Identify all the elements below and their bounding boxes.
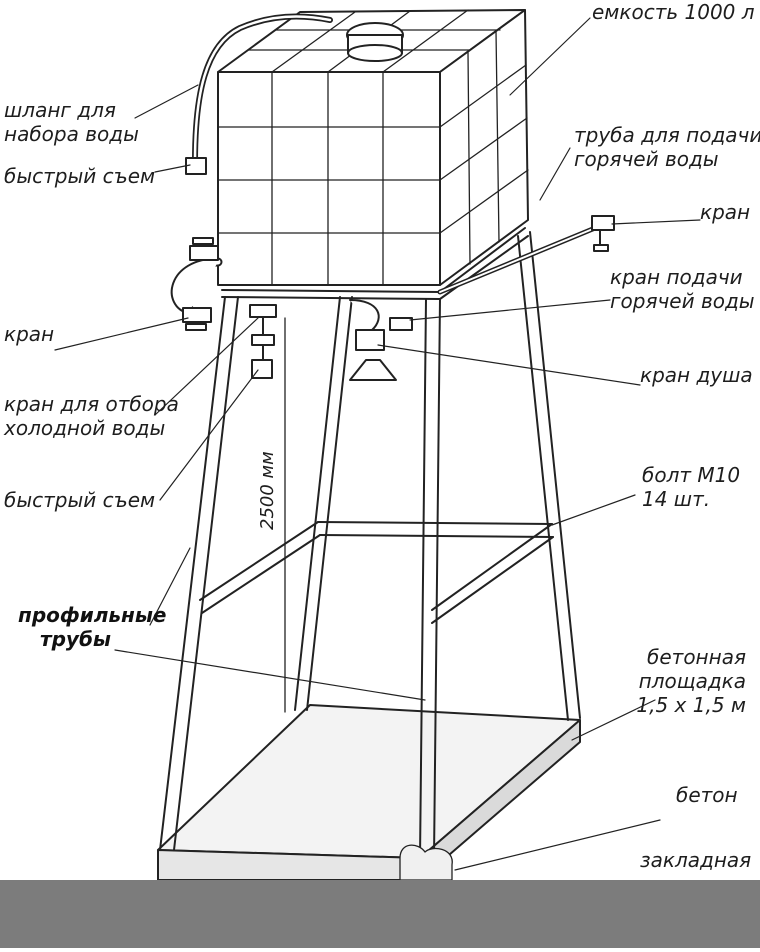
label-cold-valve: кран для отбора холодной воды <box>4 392 179 440</box>
label-concrete-pad: бетонная площадка 1,5 х 1,5 м <box>620 645 746 717</box>
label-valve-right: кран <box>700 200 751 224</box>
stand-frame <box>159 227 581 859</box>
left-valve-assembly <box>170 237 223 331</box>
label-concrete-pad-line1: бетонная <box>647 645 746 669</box>
label-concrete-pad-line2: площадка <box>638 669 746 693</box>
label-bolt: болт М10 14 шт. <box>642 463 740 511</box>
label-profile-tubes-line2: трубы <box>40 627 111 651</box>
label-height: 2500 мм <box>257 451 278 530</box>
label-hot-valve-line2: горячей воды <box>610 289 755 313</box>
concrete-pad <box>157 704 581 881</box>
cold-water-valve <box>249 304 277 379</box>
water-tank <box>217 9 529 286</box>
label-tank: емкость 1000 л <box>592 0 755 24</box>
label-quick-release-top: быстрый съем <box>4 164 156 188</box>
label-cold-valve-line1: кран для отбора <box>4 392 179 416</box>
label-shower-valve: кран душа <box>640 363 753 387</box>
label-hot-pipe: труба для подачи горячей воды <box>574 123 760 171</box>
label-bolt-line1: болт М10 <box>642 463 741 487</box>
label-hot-pipe-line2: горячей воды <box>574 147 719 171</box>
label-fill-hose-line1: шланг для <box>4 98 116 122</box>
label-hot-pipe-line1: труба для подачи <box>574 123 760 147</box>
label-fill-hose-line2: набора воды <box>4 122 139 146</box>
bottom-gray-band <box>0 880 760 948</box>
label-valve-left: кран <box>4 322 55 346</box>
label-hot-valve: кран подачи горячей воды <box>610 265 755 313</box>
label-quick-release-bottom: быстрый съем <box>4 488 156 512</box>
label-cold-valve-line2: холодной воды <box>4 416 166 440</box>
label-bolt-line2: 14 шт. <box>642 487 711 511</box>
label-embedded: закладная <box>640 848 752 872</box>
label-concrete-pad-line3: 1,5 х 1,5 м <box>636 693 746 717</box>
label-profile-tubes: профильные трубы <box>18 603 167 651</box>
shower-head <box>349 299 413 381</box>
right-valve <box>591 215 615 252</box>
label-hot-valve-line1: кран подачи <box>610 265 743 289</box>
label-fill-hose: шланг для набора воды <box>4 98 139 146</box>
quick-release-top-fitting <box>185 157 207 175</box>
label-concrete: бетон <box>676 783 738 807</box>
label-profile-tubes-line1: профильные <box>18 603 167 627</box>
embedded-anchor <box>399 844 453 881</box>
